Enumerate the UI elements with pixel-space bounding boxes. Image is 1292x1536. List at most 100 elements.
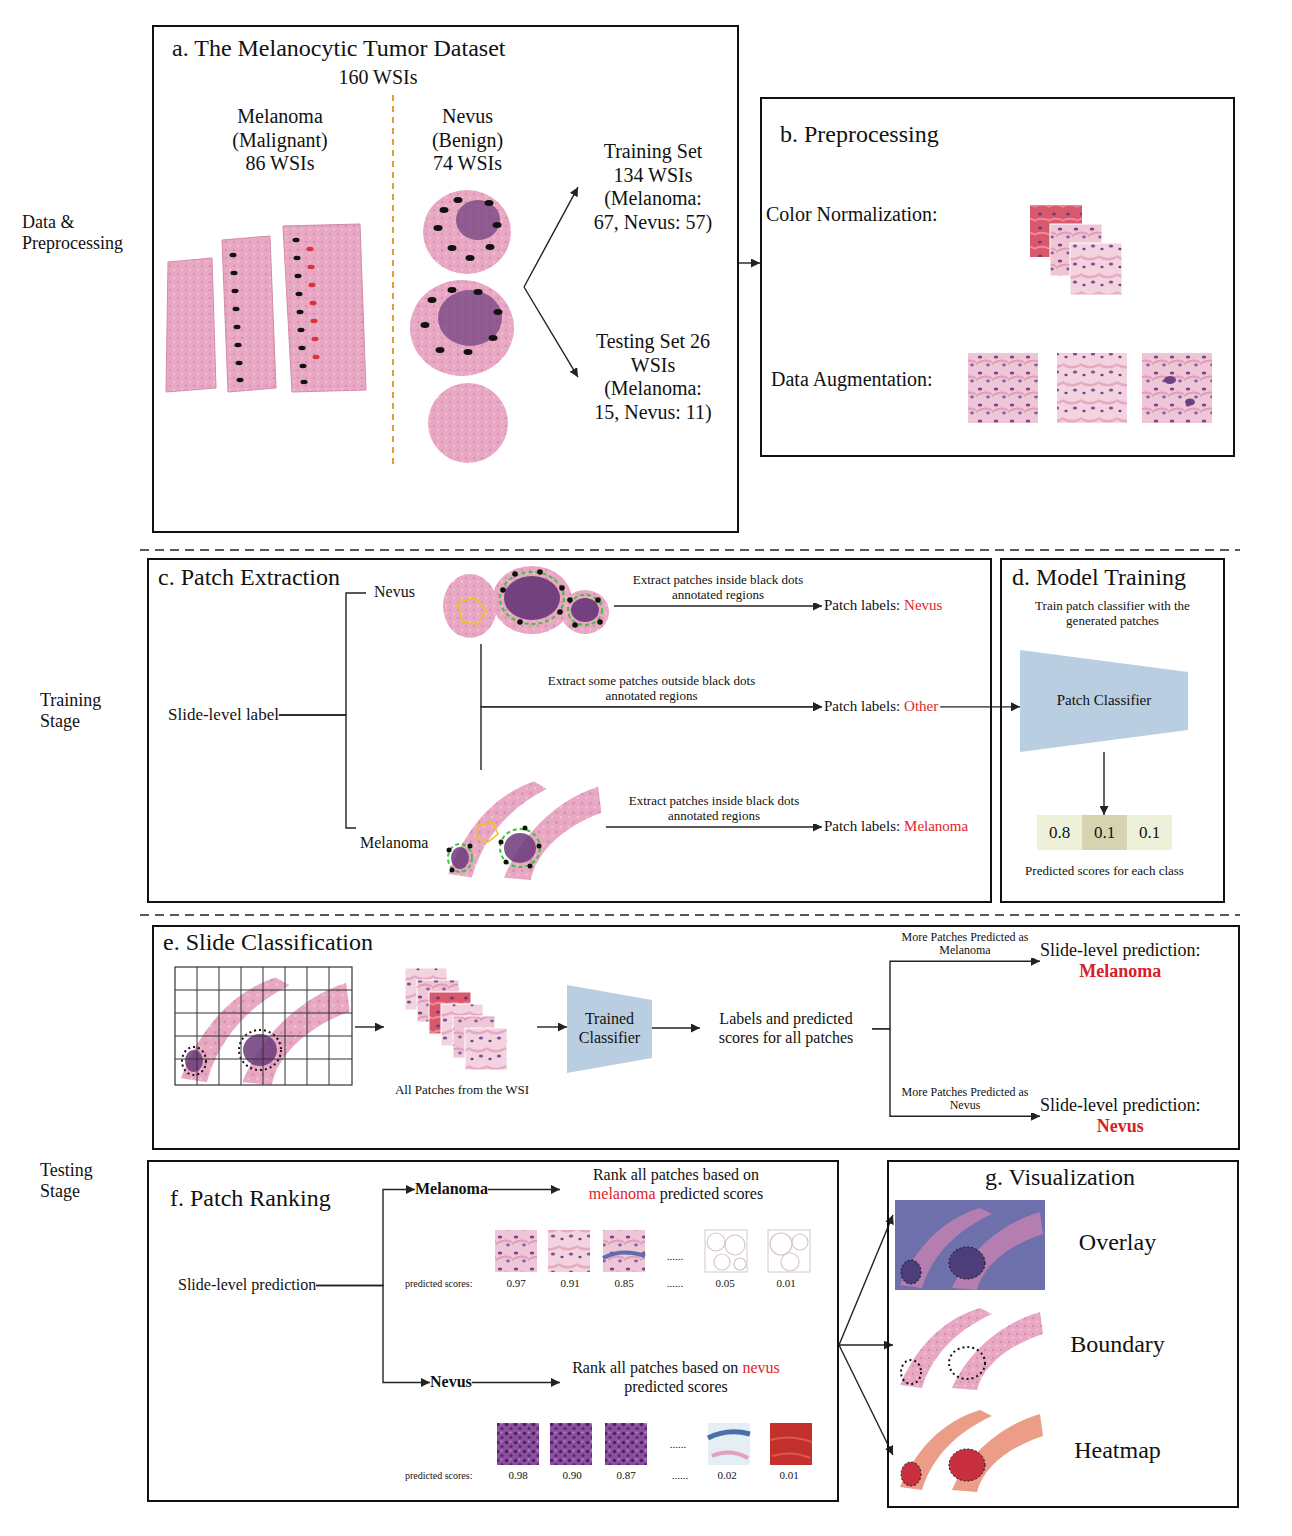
- nevus-slide-image: [434, 225, 443, 231]
- nevus-annotated-image: [443, 566, 609, 638]
- nevus-ranked-patches: [605, 1423, 647, 1465]
- panel-title: c. Patch Extraction: [158, 563, 418, 591]
- row-caption: predicted scores:: [405, 1470, 493, 1482]
- class-label: Melanoma: [415, 1180, 488, 1199]
- node-text: Labels and predicted scores for all patc…: [700, 1010, 872, 1048]
- nevus-annotated-image: [537, 569, 543, 575]
- nevus-slide-image: [489, 335, 498, 341]
- node-text: melanoma: [589, 1185, 656, 1204]
- class-group: Nevus (Benign) 74 WSIs: [412, 105, 524, 465]
- melanoma-slide-image: [309, 283, 316, 287]
- nevus-annotated-image: [492, 566, 572, 634]
- node-text: Trained Classifier: [571, 1010, 649, 1048]
- prediction-box: Slide-level prediction:Melanoma: [1040, 940, 1200, 982]
- node-text: predicted scores: [624, 1378, 728, 1397]
- nevus-ranked-patches: [712, 1452, 748, 1458]
- nevus-slide-image: [438, 290, 502, 346]
- connector-arrow: [279, 715, 356, 828]
- step-text: Color Normalization:: [766, 203, 1006, 227]
- heatmap-image: [900, 1410, 1043, 1492]
- slide-image-node: Nevus: [366, 566, 614, 644]
- melanoma-slide-image: [308, 265, 315, 269]
- nevus-slide-image: [436, 347, 445, 353]
- melanoma-annotated-image: [504, 833, 536, 863]
- augmentation-patches: [1057, 353, 1127, 423]
- melanoma-ranked-patches: [714, 1254, 730, 1270]
- section-divider: [140, 914, 1240, 916]
- connector-arrow: [739, 262, 760, 263]
- classification-panel: All Patches from the WSITrained Classifi…: [152, 925, 1240, 1150]
- connector-arrow: [472, 1382, 560, 1383]
- node-text: Patch labels:: [824, 698, 900, 716]
- melanoma-ranked-patches: [705, 1230, 747, 1272]
- stage-label: Data & Preprocessing: [22, 212, 150, 253]
- melanoma-slide-image: [313, 355, 320, 359]
- score-value: 0.01: [766, 1277, 806, 1290]
- label-text: Slide-level label: [168, 705, 279, 725]
- nevus-slide-image: [421, 197, 503, 355]
- nevus-annotated-image: [571, 598, 599, 622]
- node-text: Rank all patches based on: [572, 1359, 738, 1378]
- connector-arrow: [606, 826, 822, 827]
- patch-label: Patch labels:Other: [822, 698, 940, 716]
- melanoma-slide-image: [230, 253, 237, 257]
- connector-arrow: [839, 1345, 893, 1455]
- melanoma-ranked-patches: [725, 1235, 745, 1255]
- nevus-slide-image: [440, 207, 449, 213]
- connector-arrow: [614, 605, 822, 606]
- score-value: 0.85: [604, 1277, 644, 1290]
- text-slot: Heatmap: [1055, 1436, 1180, 1464]
- section-divider: [140, 550, 1240, 915]
- node-text: predicted scores: [660, 1185, 764, 1204]
- visual-name: Heatmap: [1055, 1436, 1180, 1464]
- text-slot: Nevus (Benign) 74 WSIs: [425, 105, 510, 176]
- text-slot: Data Augmentation:: [771, 368, 965, 392]
- overlay-image: [901, 1260, 921, 1284]
- text-slot: d. Model Training: [1012, 563, 1222, 591]
- panel-title: d. Model Training: [1012, 563, 1222, 591]
- class-text: Melanoma: [360, 834, 440, 853]
- color-normalization-patches: [1070, 243, 1122, 295]
- text-slot: g. Visualization: [940, 1163, 1180, 1191]
- score-value: 0.97: [496, 1277, 536, 1290]
- score-value: 0.05: [705, 1277, 745, 1290]
- connector-arrow: [872, 1029, 1040, 1116]
- text-slot: Melanoma (Malignant) 86 WSIs: [225, 105, 335, 176]
- heatmap-image: [900, 1402, 1045, 1497]
- grid-slide-image: [185, 1050, 203, 1072]
- extraction-panel: Slide-level label NevusPatch labels: Nevus…: [147, 558, 992, 903]
- melanoma-annotated-image: [528, 864, 533, 869]
- score-cell: 0.1: [1082, 815, 1127, 850]
- text-slot: e. Slide Classification: [163, 928, 463, 956]
- node-text: Melanoma: [415, 1180, 488, 1199]
- melanoma-annotated-image: [447, 848, 452, 853]
- connector-arrow: [839, 1215, 893, 1345]
- node-text: Melanoma: [1040, 961, 1200, 982]
- melanoma-ranked-patches: [707, 1233, 725, 1251]
- node-text: Nevus: [904, 597, 942, 615]
- row-caption: predicted scores:: [405, 1278, 493, 1290]
- connector-arrow: [279, 593, 366, 715]
- melanoma-slide-image: [297, 310, 304, 314]
- nevus-annotated-image: [559, 585, 565, 591]
- melanoma-annotated-image: [537, 844, 542, 849]
- heatmap-image: [900, 1402, 1045, 1497]
- node-text: Nevus: [430, 1373, 472, 1392]
- nevus-slide-image: [428, 297, 437, 303]
- melanoma-slide-image: [300, 364, 307, 368]
- melanoma-annotated-image: [500, 829, 540, 867]
- split-set: Training Set 134 WSIs (Melanoma: 67, Nev…: [578, 140, 728, 234]
- ranking-panel: Slide-level predictionMelanomaRank all p…: [147, 1160, 839, 1502]
- boundary-image: [900, 1308, 1043, 1390]
- melanoma-slide-image: [233, 307, 240, 311]
- node-text: Slide-level prediction:: [1040, 1095, 1200, 1116]
- nevus-ranked-patches: [550, 1423, 592, 1465]
- nevus-slide-image: [493, 222, 502, 228]
- score-value: 0.90: [552, 1469, 592, 1482]
- nevus-annotated-image: [572, 622, 578, 628]
- nevus-annotated-image: [500, 572, 602, 625]
- connector-arrow: [537, 1026, 567, 1027]
- nevus-slide-image: [464, 349, 473, 355]
- edge-label: Extract some patches outside black dots …: [529, 674, 774, 704]
